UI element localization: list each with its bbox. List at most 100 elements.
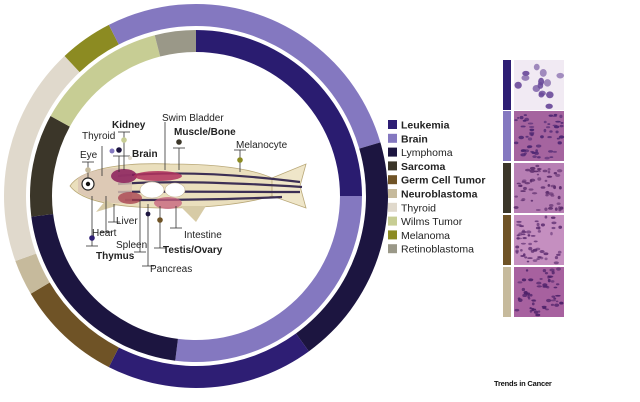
outer-ring-segment-6 (64, 24, 119, 73)
histology-cell (535, 144, 542, 148)
histology-cell (554, 256, 559, 260)
label-intestine: Intestine (184, 230, 222, 241)
inner-ring-segment-2 (31, 214, 178, 361)
inner-ring-segment-0 (196, 30, 362, 196)
zebrafish-illustration (69, 163, 307, 222)
outer-ring (3, 4, 388, 388)
histology-cell (556, 267, 561, 271)
outer-ring-segment-2 (108, 333, 309, 388)
legend-swatch (388, 175, 397, 185)
histology-cell (528, 242, 532, 246)
histology-cell (548, 204, 554, 208)
histology-cell (523, 186, 527, 191)
label-pancreas: Pancreas (150, 264, 192, 275)
histology-cell (514, 81, 522, 89)
histology-cell (536, 285, 543, 288)
label-spleen: Spleen (116, 240, 147, 251)
histology-cell (517, 237, 523, 240)
outer-ring-segment-0 (196, 4, 381, 149)
inner-ring-segment-3 (30, 116, 70, 217)
histology-cell (552, 150, 557, 153)
histology-cell (553, 286, 558, 289)
histology-cell (547, 170, 551, 174)
swim-bladder-organ-2 (164, 182, 186, 198)
histology-cell (550, 216, 556, 219)
liver-organ (118, 192, 142, 204)
histology-cell (539, 277, 543, 280)
histology-cell (540, 186, 546, 189)
histology-cell (529, 128, 535, 132)
histology-cell (530, 199, 534, 202)
legend-label: Wilms Tumor (401, 216, 463, 228)
histology-cell (556, 72, 565, 79)
histology-cell (529, 307, 532, 310)
histology-cell (523, 114, 528, 117)
histology-cell (544, 257, 548, 261)
legend-label: Germ Cell Tumor (401, 175, 485, 187)
histology-cell (533, 63, 540, 71)
histology-cell (546, 298, 552, 303)
label-testis-ovary: Testis/Ovary (163, 245, 223, 256)
histology-cell (520, 190, 526, 193)
legend-label: Melanoma (401, 230, 450, 242)
histology-cell (556, 137, 560, 140)
legend-label: Brain (401, 133, 428, 145)
histology-cell (539, 249, 545, 254)
histology-cell (549, 130, 553, 133)
label-eye: Eye (80, 150, 98, 161)
histology-cell (540, 135, 544, 139)
histology-cell (527, 145, 533, 148)
histology-cell (547, 206, 554, 210)
histology-cell (521, 278, 527, 282)
histology-cell (543, 120, 547, 124)
histology-cell (548, 150, 554, 153)
label-thyroid: Thyroid (82, 131, 115, 142)
histology-cell (514, 195, 518, 198)
histology-cell (544, 215, 548, 219)
histology-cell (543, 128, 547, 133)
label-liver: Liver (116, 216, 138, 227)
histology-cell (555, 120, 561, 123)
histology-cell (547, 183, 551, 187)
histology-cell (549, 156, 554, 159)
intestine-organ (154, 197, 182, 209)
histology-cell (531, 302, 535, 306)
histology-cell (548, 275, 552, 279)
histology-cell (532, 259, 538, 262)
histology-cell (557, 195, 561, 200)
histology-cell (529, 293, 533, 297)
outer-ring-segment-3 (30, 282, 119, 368)
inner-ring (30, 30, 362, 362)
histology-cell (533, 310, 539, 314)
histology-cell (516, 182, 521, 185)
histology-cell (519, 115, 524, 120)
histology-cell (534, 151, 539, 155)
outer-ring-segment-5 (3, 56, 80, 262)
histology-cell (524, 117, 530, 122)
histology-cell (559, 206, 564, 210)
histology-cell (524, 181, 531, 185)
histology-cell (520, 125, 526, 128)
histology-cell (530, 234, 536, 237)
histology-cell (528, 246, 533, 251)
journal-brand: Trends in Cancer (494, 379, 552, 388)
histology-cell (559, 301, 564, 305)
histology-cell (535, 226, 541, 230)
histology-cell (537, 177, 542, 181)
histology-cell (548, 192, 554, 196)
legend-swatch (388, 216, 397, 226)
histology-cell (526, 230, 532, 234)
histology-cell (560, 121, 564, 124)
brain-histology-color-bar (503, 111, 511, 161)
histology-cell (513, 206, 519, 209)
histology-cell (550, 299, 556, 302)
legend-swatch (388, 161, 397, 171)
outer-ring-segment-7 (108, 4, 196, 45)
histology-cell (515, 245, 520, 249)
histology-cell (559, 124, 564, 128)
histology-cell (522, 70, 530, 76)
histology-cell (535, 313, 541, 317)
histology-cell (551, 270, 555, 275)
histology-cell (520, 248, 523, 252)
